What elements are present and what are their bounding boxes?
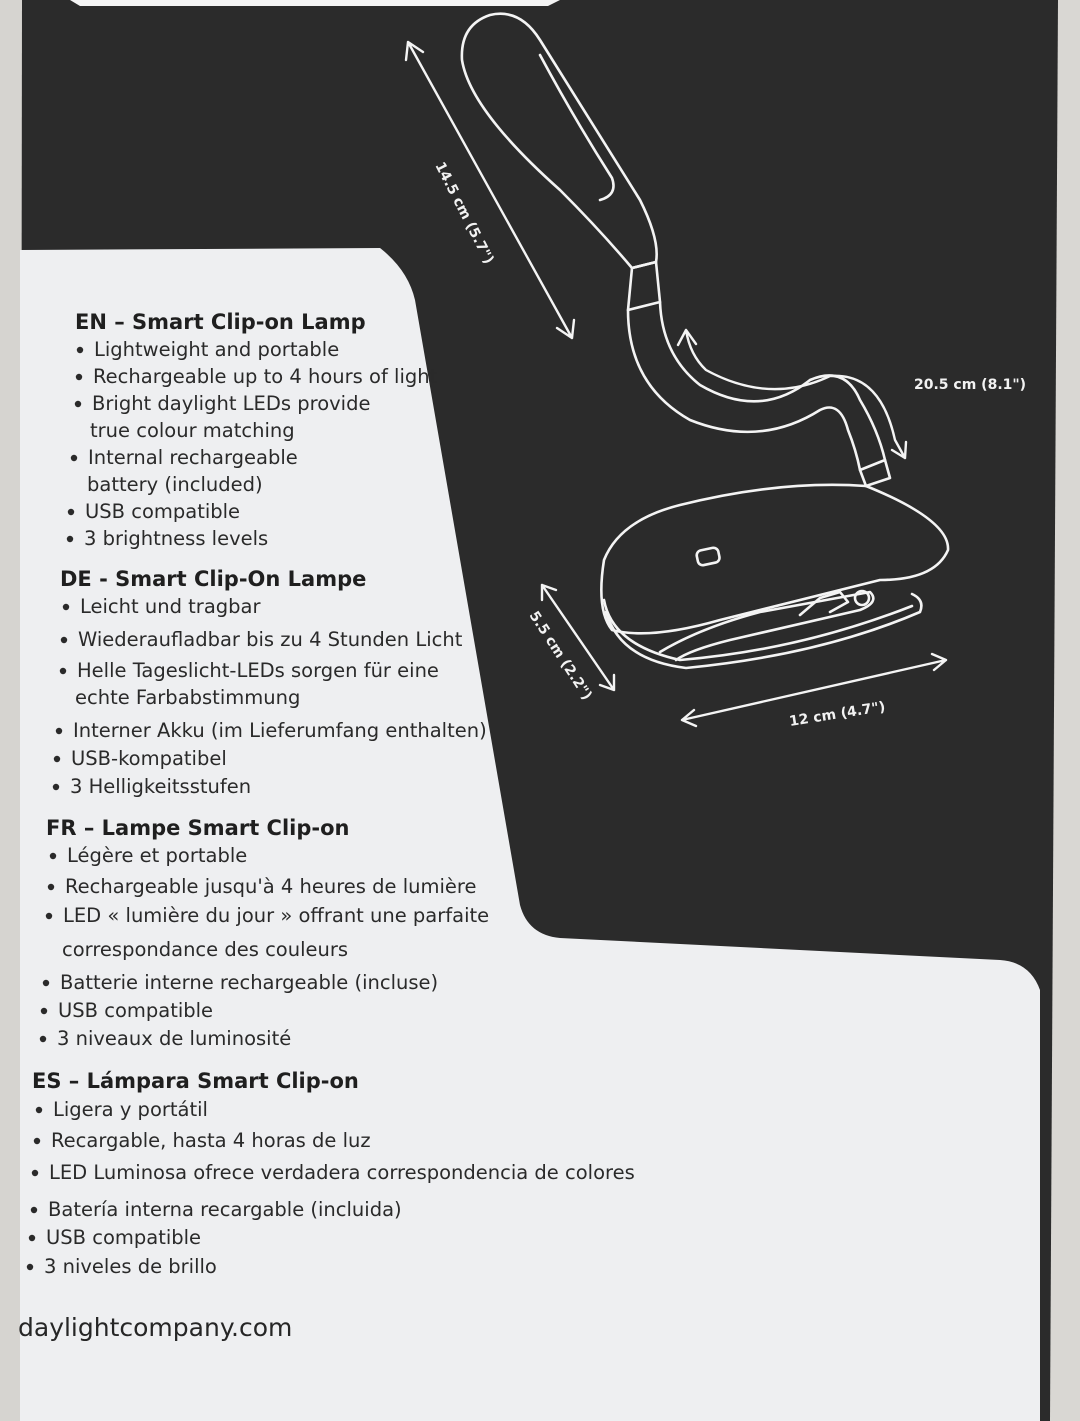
feature-item: Batterie interne rechargeable (incluse) bbox=[60, 971, 438, 994]
lamp-base-layer-2 bbox=[604, 592, 923, 670]
bullet-icon bbox=[30, 1206, 38, 1214]
section-title: FR – Lampe Smart Clip-on bbox=[46, 816, 349, 840]
feature-item: Interner Akku (im Lieferumfang enthalten… bbox=[73, 719, 487, 742]
section-title: DE - Smart Clip-On Lampe bbox=[60, 567, 366, 591]
bullet-icon bbox=[76, 346, 84, 354]
bullet-icon bbox=[74, 400, 82, 408]
bullet-icon bbox=[31, 1169, 39, 1177]
bullet-icon bbox=[40, 1007, 48, 1015]
top-white-strip bbox=[70, 0, 560, 6]
bullet-icon bbox=[42, 979, 50, 987]
lamp-clip-hinge bbox=[853, 589, 871, 607]
feature-item: Internal rechargeable bbox=[88, 446, 298, 469]
feature-item: Rechargeable up to 4 hours of light bbox=[93, 365, 438, 388]
box-right-edge bbox=[1050, 0, 1080, 1421]
lamp-base-top bbox=[600, 483, 950, 635]
lamp-clip-jaw bbox=[658, 590, 875, 662]
feature-item: Recargable, hasta 4 horas de luz bbox=[51, 1129, 371, 1152]
lamp-base-layer-1 bbox=[602, 598, 914, 662]
feature-item: battery (included) bbox=[87, 473, 263, 496]
website-url: daylightcompany.com bbox=[18, 1313, 292, 1342]
feature-item: USB compatible bbox=[46, 1226, 201, 1249]
bullet-icon bbox=[28, 1234, 36, 1242]
bullet-icon bbox=[39, 1035, 47, 1043]
bullet-icon bbox=[53, 755, 61, 763]
feature-item: USB compatible bbox=[58, 999, 213, 1022]
neck-length-arrow bbox=[676, 328, 908, 460]
bullet-icon bbox=[45, 912, 53, 920]
bullet-icon bbox=[75, 373, 83, 381]
light-panel bbox=[20, 248, 1040, 1421]
dimension-arrow-icon bbox=[404, 40, 948, 728]
box-left-edge bbox=[0, 0, 22, 1421]
section-title: ES – Lámpara Smart Clip-on bbox=[32, 1069, 359, 1093]
feature-item: LED Luminosa ofrece verdadera correspond… bbox=[49, 1161, 635, 1184]
feature-item: USB-kompatibel bbox=[71, 747, 227, 770]
bullet-icon bbox=[62, 603, 70, 611]
feature-item: USB compatible bbox=[85, 500, 240, 523]
feature-item: 3 niveles de brillo bbox=[44, 1255, 217, 1278]
feature-item: Lightweight and portable bbox=[94, 338, 339, 361]
feature-item: Helle Tageslicht-LEDs sorgen für eine bbox=[77, 659, 439, 682]
feature-item: Ligera y portátil bbox=[53, 1098, 208, 1121]
bullet-icon bbox=[33, 1137, 41, 1145]
feature-item: 3 Helligkeitsstufen bbox=[70, 775, 251, 798]
bullet-icon bbox=[59, 667, 67, 675]
section-title: EN – Smart Clip-on Lamp bbox=[75, 310, 366, 334]
feature-item: LED « lumière du jour » offrant une parf… bbox=[63, 904, 489, 927]
feature-item: Leicht und tragbar bbox=[80, 595, 261, 618]
feature-item: Batería interna recargable (incluida) bbox=[48, 1198, 402, 1221]
feature-item: 3 niveaux de luminosité bbox=[57, 1027, 291, 1050]
neck-length-label: 20.5 cm (8.1") bbox=[914, 377, 1026, 393]
feature-item: echte Farbabstimmung bbox=[75, 686, 300, 709]
feature-item: correspondance des couleurs bbox=[62, 938, 348, 961]
bullet-icon bbox=[60, 636, 68, 644]
bullet-icon bbox=[55, 727, 63, 735]
bullet-icon bbox=[47, 883, 55, 891]
lamp-neck-inner bbox=[626, 308, 862, 472]
bullet-icon bbox=[35, 1106, 43, 1114]
feature-item: Légère et portable bbox=[67, 844, 247, 867]
feature-item: Wiederaufladbar bis zu 4 Stunden Licht bbox=[78, 628, 463, 651]
feature-item: 3 brightness levels bbox=[84, 527, 268, 550]
lamp-head-collar bbox=[626, 260, 662, 312]
bullet-icon bbox=[70, 454, 78, 462]
power-button-icon bbox=[695, 546, 721, 567]
base-height-arrow bbox=[540, 583, 616, 692]
head-length-arrow bbox=[404, 40, 576, 340]
feature-item: true colour matching bbox=[90, 419, 295, 442]
bullet-icon bbox=[66, 535, 74, 543]
bullet-icon bbox=[49, 852, 57, 860]
feature-item: Bright daylight LEDs provide bbox=[92, 392, 370, 415]
lamp-neck-joint bbox=[858, 458, 892, 488]
lamp-clip-spring bbox=[798, 590, 850, 617]
base-length-arrow bbox=[680, 652, 948, 728]
bullet-icon bbox=[67, 508, 75, 516]
bullet-icon bbox=[26, 1263, 34, 1271]
lamp-head-inner bbox=[538, 53, 615, 202]
feature-item: Rechargeable jusqu'à 4 heures de lumière bbox=[65, 875, 476, 898]
bullet-icon bbox=[52, 783, 60, 791]
